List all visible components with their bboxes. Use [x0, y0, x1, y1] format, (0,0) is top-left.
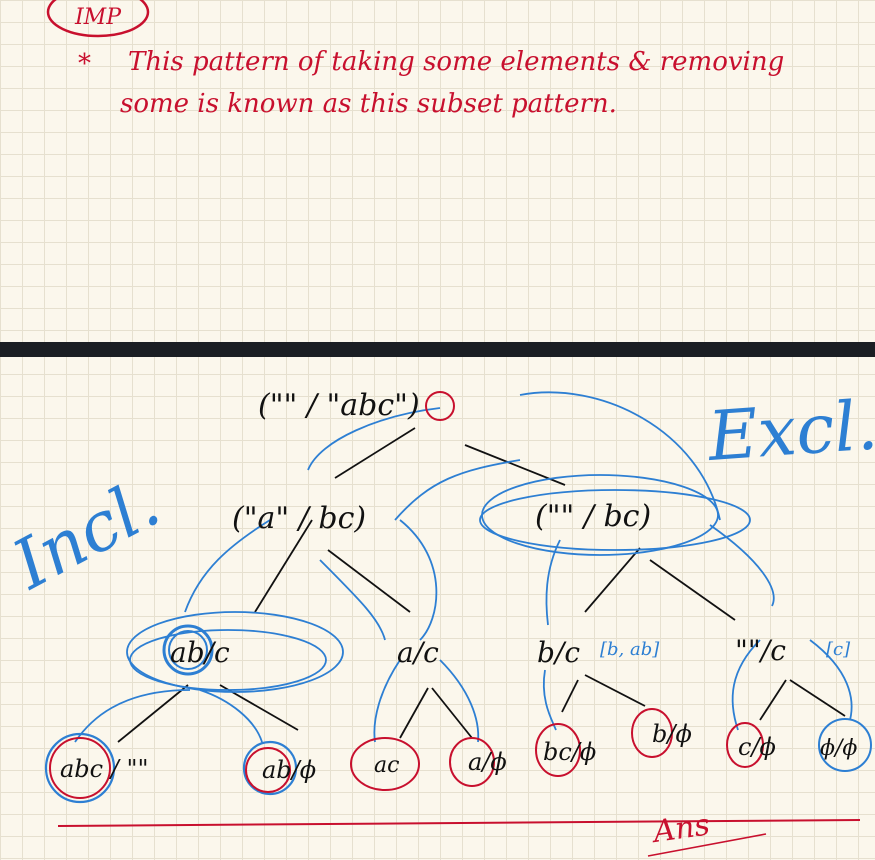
level1-exclude-node: ("" / bc)	[535, 499, 651, 534]
imp-badge: IMP	[46, 0, 150, 38]
level2-node-b-c: b/c	[537, 636, 580, 669]
ab-highlight-circle	[162, 624, 214, 676]
answer-signature: Ans	[648, 807, 712, 850]
note-line-1: This pattern of taking some elements & r…	[128, 47, 784, 77]
leaf-c: c/ϕ	[726, 722, 776, 768]
leaf-bc-text: bc/ϕ	[543, 738, 596, 766]
leaf-ab: ab/ϕ	[242, 740, 316, 796]
leaf-empty: ϕ/ϕ	[818, 718, 872, 772]
root-highlight-circle	[425, 391, 455, 421]
page-divider	[0, 342, 875, 357]
note-bullet: *	[78, 49, 91, 79]
bottom-underline	[57, 819, 861, 827]
leaf-a: a/ϕ	[449, 737, 507, 787]
include-label: Incl.	[0, 464, 172, 606]
level2-node-a-c: a/c	[397, 636, 439, 669]
leaf-b-text: b/ϕ	[652, 720, 692, 748]
side-note-c: [c]	[826, 639, 851, 660]
side-note-b-ab: [b, ab]	[600, 639, 660, 660]
leaf-bc: bc/ϕ	[535, 723, 596, 777]
leaf-ac: ac	[350, 737, 420, 791]
leaf-c-text: c/ϕ	[738, 733, 776, 761]
recursion-arrows	[74, 391, 853, 743]
level1-include-node: ("a" / bc)	[232, 501, 366, 536]
leaf-empty-text: ϕ/ϕ	[820, 736, 857, 761]
root-node: ("" / "abc")	[258, 388, 420, 423]
leaf-ab-text: ab/ϕ	[262, 756, 316, 784]
exclude-label: Excl.	[704, 386, 875, 477]
level2-node-ab-c: ab/c	[170, 636, 230, 669]
leaf-abc-text: abc / ""	[60, 755, 149, 783]
level2-node-empty-c: ""/c	[735, 634, 786, 667]
imp-badge-text: IMP	[74, 5, 122, 30]
leaf-ac-text: ac	[374, 753, 399, 778]
leaf-b: b/ϕ	[631, 708, 692, 758]
note-line-2: some is known as this subset pattern.	[120, 89, 617, 119]
leaf-a-text: a/ϕ	[468, 748, 507, 776]
leaf-abc: abc / ""	[44, 732, 149, 804]
